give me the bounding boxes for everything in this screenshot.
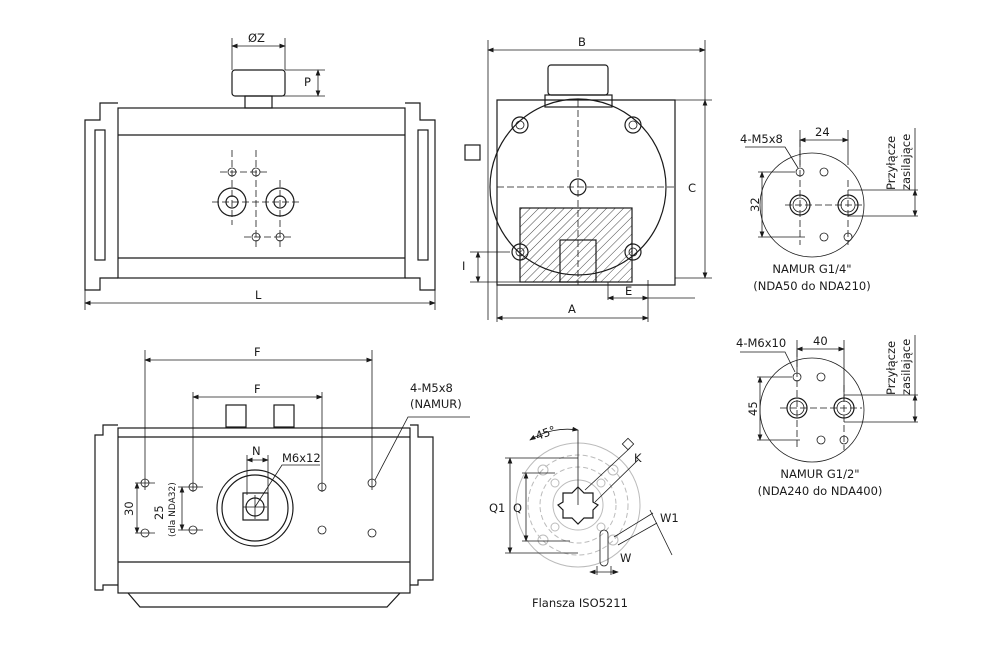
- dim-z-label: ØZ: [248, 31, 265, 45]
- dim-45-label: 45: [746, 401, 760, 416]
- port-label-1: Przyłącze: [884, 341, 898, 395]
- dim-i-label: I: [462, 259, 465, 273]
- dim-f-outer-label: F: [254, 345, 261, 359]
- corner-bolts: [511, 116, 642, 261]
- dim-n-label: N: [252, 444, 261, 458]
- namur-large-title: NAMUR G1/2": [780, 467, 859, 481]
- port-label-2: zasilające: [899, 339, 913, 395]
- angle-label: 45°: [534, 423, 558, 443]
- dim-w-label: W: [620, 551, 631, 565]
- dim-k-label: K: [634, 451, 642, 465]
- thread-label: 4-M5x8: [740, 132, 783, 146]
- dim-q-label: Q: [513, 501, 522, 515]
- dim-40-label: 40: [813, 334, 828, 348]
- dim-30-label: 30: [122, 501, 136, 516]
- port-label-2: zasilające: [899, 134, 913, 190]
- iso5211-flange: 45° K Q1 Q W W1 Flansza ISO5211: [489, 423, 679, 610]
- flange-title: Flansza ISO5211: [532, 596, 628, 610]
- namur-large-pattern: 40 45 4-M6x10 Przyłącze zasilające NAMUR…: [736, 334, 918, 498]
- indicator-knob: [231, 69, 286, 97]
- dim-q1-label: Q1: [489, 501, 505, 515]
- namur-thread-label: 4-M5x8: [410, 381, 453, 395]
- star-drive: [557, 486, 599, 525]
- namur-note-label: (NAMUR): [410, 397, 462, 411]
- dim-32-label: 32: [748, 197, 762, 212]
- dim-p-label: P: [304, 75, 311, 89]
- thread-label: 4-M6x10: [736, 336, 786, 350]
- namur-large-range: (NDA240 do NDA400): [758, 484, 883, 498]
- top-view: F F 4-M5x8 (NAMUR) N M6x12 30 25 (dla ND…: [94, 345, 470, 608]
- dim-l-label: L: [255, 288, 262, 302]
- dim-25-note: (dla NDA32): [168, 482, 178, 537]
- dim-e-label: E: [625, 284, 632, 298]
- side-view: B C I E A: [462, 35, 712, 322]
- namur-small-range: (NDA50 do NDA210): [753, 279, 870, 293]
- namur-small-pattern: 24 32 4-M5x8 Przyłącze zasilające NAMUR …: [740, 125, 918, 293]
- dim-24-label: 24: [815, 125, 830, 139]
- dim-a-label: A: [568, 302, 576, 316]
- dim-w1-label: W1: [660, 511, 679, 525]
- port-label-1: Przyłącze: [884, 136, 898, 190]
- section-hatched: [519, 207, 633, 283]
- dim-b-label: B: [578, 35, 586, 49]
- dim-25-label: 25: [152, 505, 166, 520]
- screw-label: M6x12: [282, 451, 321, 465]
- dim-f-inner-label: F: [254, 382, 261, 396]
- namur-small-title: NAMUR G1/4": [772, 262, 851, 276]
- front-view: ØZ P L: [84, 31, 436, 310]
- dim-c-label: C: [688, 181, 696, 195]
